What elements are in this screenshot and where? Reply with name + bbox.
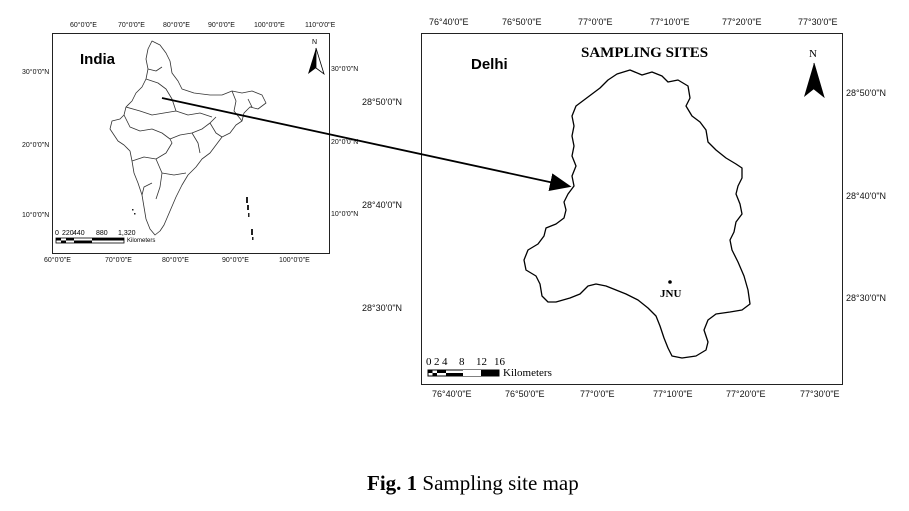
- india-map-label: India: [80, 51, 116, 68]
- india-scale-bar: [55, 237, 125, 244]
- india-state-border: [125, 106, 213, 118]
- delhi-map-frame: [421, 33, 843, 385]
- india-top-tick: 80°0'0"E: [163, 22, 190, 29]
- delhi-scale-number: 12: [476, 356, 487, 368]
- delhi-scale-unit: Kilometers: [503, 367, 552, 379]
- india-scale-number: 440: [73, 230, 85, 237]
- india-state-border: [123, 114, 171, 140]
- delhi-left-tick: 28°40'0"N: [362, 200, 403, 210]
- india-right-tick: 10°0'0"N: [331, 211, 359, 218]
- delhi-right-tick: 28°30'0"N: [846, 293, 887, 303]
- india-scale-unit: Kilometers: [127, 238, 156, 244]
- delhi-bottom-tick: 76°40'0"E: [432, 389, 472, 399]
- delhi-top-tick: 77°30'0"E: [798, 17, 838, 27]
- delhi-top-tick: 77°10'0"E: [650, 17, 690, 27]
- india-top-tick: 90°0'0"E: [208, 22, 235, 29]
- india-top-tick: 100°0'0"E: [254, 22, 285, 29]
- india-bottom-tick: 70°0'0"E: [105, 257, 132, 264]
- india-top-tick: 60°0'0"E: [70, 22, 97, 29]
- india-scale-number: 0: [55, 230, 59, 237]
- india-north-label: N: [312, 39, 318, 46]
- andaman-islands: [246, 197, 254, 240]
- delhi-top-tick: 76°40'0"E: [429, 17, 469, 27]
- india-outline-map: [109, 40, 267, 240]
- delhi-north-arrow-icon: [804, 62, 825, 99]
- lakshadweep-islands: [132, 209, 136, 215]
- delhi-bottom-tick: 77°10'0"E: [653, 389, 693, 399]
- sampling-sites-title: SAMPLING SITES: [581, 45, 709, 61]
- india-bottom-tick: 100°0'0"E: [279, 257, 310, 264]
- delhi-right-tick: 28°40'0"N: [846, 191, 887, 201]
- india-state-border: [131, 138, 173, 162]
- delhi-scale-number: 0: [426, 356, 432, 368]
- delhi-top-tick: 77°20'0"E: [722, 17, 762, 27]
- delhi-boundary-outline: [523, 69, 751, 359]
- india-map-frame: [52, 33, 330, 254]
- india-state-border: [169, 116, 217, 140]
- delhi-scale-bar: [427, 369, 500, 377]
- india-state-border: [161, 172, 187, 176]
- figure-caption: Fig. 1 Sampling site map: [367, 471, 579, 496]
- delhi-left-tick: 28°50'0"N: [362, 97, 403, 107]
- delhi-left-tick: 28°30'0"N: [362, 303, 403, 313]
- delhi-bottom-tick: 77°0'0"E: [580, 389, 615, 399]
- delhi-bottom-tick: 77°20'0"E: [726, 389, 766, 399]
- india-state-border: [155, 158, 163, 200]
- india-right-tick: 20°0'0"N: [331, 139, 359, 146]
- india-right-tick: 30°0'0"N: [331, 66, 359, 73]
- india-bottom-tick: 60°0'0"E: [44, 257, 71, 264]
- india-left-tick: 10°0'0"N: [22, 212, 50, 219]
- india-bottom-tick: 90°0'0"E: [222, 257, 249, 264]
- india-state-border: [247, 98, 253, 108]
- jnu-site-marker: [668, 280, 672, 284]
- india-state-border: [147, 66, 163, 72]
- india-scale-number: 880: [96, 230, 108, 237]
- india-top-tick: 70°0'0"E: [118, 22, 145, 29]
- india-left-tick: 30°0'0"N: [22, 69, 50, 76]
- jnu-site-label: JNU: [660, 288, 682, 300]
- connector-arrow: [161, 97, 572, 191]
- delhi-bottom-tick: 77°30'0"E: [800, 389, 840, 399]
- india-country-outline: [109, 40, 267, 236]
- delhi-top-tick: 77°0'0"E: [578, 17, 613, 27]
- india-scale-number: 1,320: [118, 230, 136, 237]
- india-state-border: [191, 132, 201, 154]
- india-bottom-tick: 80°0'0"E: [162, 257, 189, 264]
- delhi-top-tick: 76°50'0"E: [502, 17, 542, 27]
- delhi-scale-number: 2: [434, 356, 440, 368]
- india-state-border: [231, 90, 243, 122]
- india-state-border: [145, 78, 177, 112]
- india-left-tick: 20°0'0"N: [22, 142, 50, 149]
- delhi-map-label: Delhi: [471, 56, 508, 73]
- figure-caption-label: Fig. 1: [367, 471, 418, 495]
- delhi-right-tick: 28°50'0"N: [846, 88, 887, 98]
- india-state-border: [209, 122, 223, 138]
- delhi-scale-number: 4: [442, 356, 448, 368]
- india-top-tick: 110°0'0"E: [305, 22, 336, 29]
- delhi-scale-number: 16: [494, 356, 505, 368]
- figure-caption-text: Sampling site map: [417, 471, 579, 495]
- india-scale-number: 220: [62, 230, 74, 237]
- delhi-north-label: N: [809, 48, 817, 60]
- india-state-border: [141, 182, 153, 196]
- india-north-arrow-icon: [308, 47, 325, 76]
- delhi-scale-number: 8: [459, 356, 465, 368]
- delhi-bottom-tick: 76°50'0"E: [505, 389, 545, 399]
